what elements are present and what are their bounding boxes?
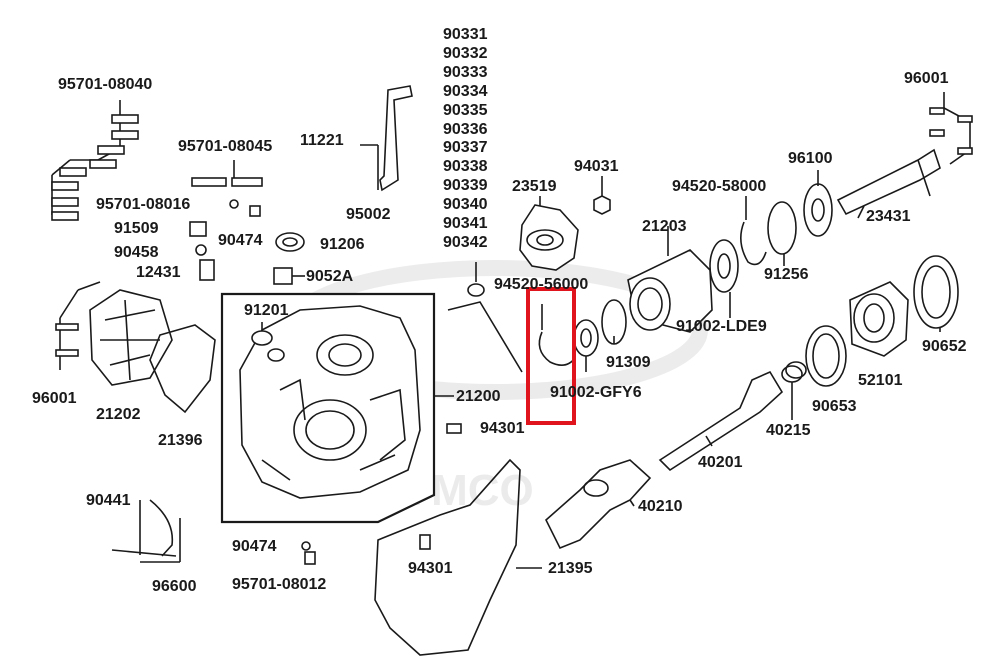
pin-94301-bottom xyxy=(419,534,431,550)
label-11221: 11221 xyxy=(300,132,344,149)
label-95701-08016: 95701-08016 xyxy=(96,196,191,213)
gear-23519 xyxy=(519,196,579,271)
housing-21203 xyxy=(627,226,713,333)
joint-52101 xyxy=(849,281,909,357)
stack-label: 90333 xyxy=(443,63,488,81)
circlip-94520-58000 xyxy=(740,221,767,266)
nut-94031 xyxy=(593,195,611,215)
label-94520-56000: 94520-56000 xyxy=(494,276,589,293)
shim-number-stack: 90331 90332 90333 90334 90335 90336 9033… xyxy=(443,26,488,253)
label-90441: 90441 xyxy=(86,492,131,509)
label-90458: 90458 xyxy=(114,244,159,261)
universal-joint-40210 xyxy=(545,459,652,550)
stack-label: 90331 xyxy=(443,26,488,43)
washer-90474-bottom xyxy=(301,541,311,551)
label-91206: 91206 xyxy=(320,236,365,253)
fitting-91509 xyxy=(189,221,207,237)
bolt-set-95701-08045 xyxy=(191,160,263,217)
label-9052A: 9052A xyxy=(306,268,354,285)
stack-label: 90341 xyxy=(443,215,488,233)
label-21396: 21396 xyxy=(158,432,203,449)
cover-21202 xyxy=(89,289,173,386)
bolts-96001-left xyxy=(55,281,101,370)
gasket-21396 xyxy=(149,324,216,414)
label-96001-right: 96001 xyxy=(904,70,949,87)
label-52101: 52101 xyxy=(858,372,903,389)
label-12431: 12431 xyxy=(136,264,181,281)
stack-label: 90332 xyxy=(443,44,488,62)
washer-91201 xyxy=(251,330,273,346)
bolts-96001-right xyxy=(929,92,973,165)
label-40215: 40215 xyxy=(766,422,811,439)
label-91201: 91201 xyxy=(244,302,289,319)
gasket-21395 xyxy=(374,458,521,656)
boot-90652 xyxy=(913,255,959,332)
label-23519: 23519 xyxy=(512,178,557,195)
stack-label: 90339 xyxy=(443,177,488,195)
stack-label: 90336 xyxy=(443,120,488,138)
label-96600: 96600 xyxy=(152,578,197,595)
stack-label: 90338 xyxy=(443,158,488,176)
label-95701-08012: 95701-08012 xyxy=(232,576,327,593)
bearing-91002-GFY6 xyxy=(573,319,599,372)
pin-94301-mid xyxy=(446,423,462,434)
label-94301-bottom: 94301 xyxy=(408,560,453,577)
label-90653: 90653 xyxy=(812,398,857,415)
plug-9052A xyxy=(273,267,293,285)
label-23431: 23431 xyxy=(866,208,911,225)
label-40210: 40210 xyxy=(638,498,683,515)
label-90652: 90652 xyxy=(922,338,967,355)
drive-shaft-40201 xyxy=(658,370,784,472)
label-95701-08040: 95701-08040 xyxy=(58,76,153,93)
stack-label: 90342 xyxy=(443,233,488,251)
plug-12431 xyxy=(199,259,215,281)
label-96100: 96100 xyxy=(788,150,833,167)
shaft-23431 xyxy=(836,148,941,219)
bracket-90441 xyxy=(111,499,181,563)
bolt-set-95701-08040 xyxy=(51,100,139,221)
label-91309: 91309 xyxy=(606,354,651,371)
highlight-box xyxy=(526,287,576,425)
bearing-91002-LDE9 xyxy=(709,239,739,318)
bolt-95701-08012 xyxy=(304,551,316,565)
label-95701-08045: 95701-08045 xyxy=(178,138,273,155)
ring-91256 xyxy=(767,201,797,255)
label-21202: 21202 xyxy=(96,406,141,423)
label-94520-58000: 94520-58000 xyxy=(672,178,767,195)
bearing-96100 xyxy=(803,170,833,237)
label-94031: 94031 xyxy=(574,158,619,175)
stack-label: 90340 xyxy=(443,196,488,214)
label-91002-LDE9: 91002-LDE9 xyxy=(676,318,767,335)
washer-90458 xyxy=(195,244,207,256)
label-90474-bottom: 90474 xyxy=(232,538,277,555)
label-90474-top: 90474 xyxy=(218,232,263,249)
spring-40215 xyxy=(781,361,807,420)
circlip-94520-56000 xyxy=(538,304,576,366)
label-21200: 21200 xyxy=(456,388,501,405)
stack-label: 90334 xyxy=(443,82,488,100)
shim-90342 xyxy=(467,283,485,297)
label-94301-mid: 94301 xyxy=(480,420,525,437)
label-91002-GFY6: 91002-GFY6 xyxy=(550,384,642,401)
label-21395: 21395 xyxy=(548,560,593,577)
stack-label: 90337 xyxy=(443,139,488,157)
label-21203: 21203 xyxy=(642,218,687,235)
label-40201: 40201 xyxy=(698,454,743,471)
label-96001-left: 96001 xyxy=(32,390,77,407)
seal-91206 xyxy=(275,232,305,252)
clamp-90653 xyxy=(805,325,847,387)
label-91509: 91509 xyxy=(114,220,159,237)
breather-hose-11221 xyxy=(360,85,413,192)
crankcase-21200 xyxy=(239,305,421,499)
label-91256: 91256 xyxy=(764,266,809,283)
label-95002: 95002 xyxy=(346,206,391,223)
stack-label: 90335 xyxy=(443,101,488,119)
